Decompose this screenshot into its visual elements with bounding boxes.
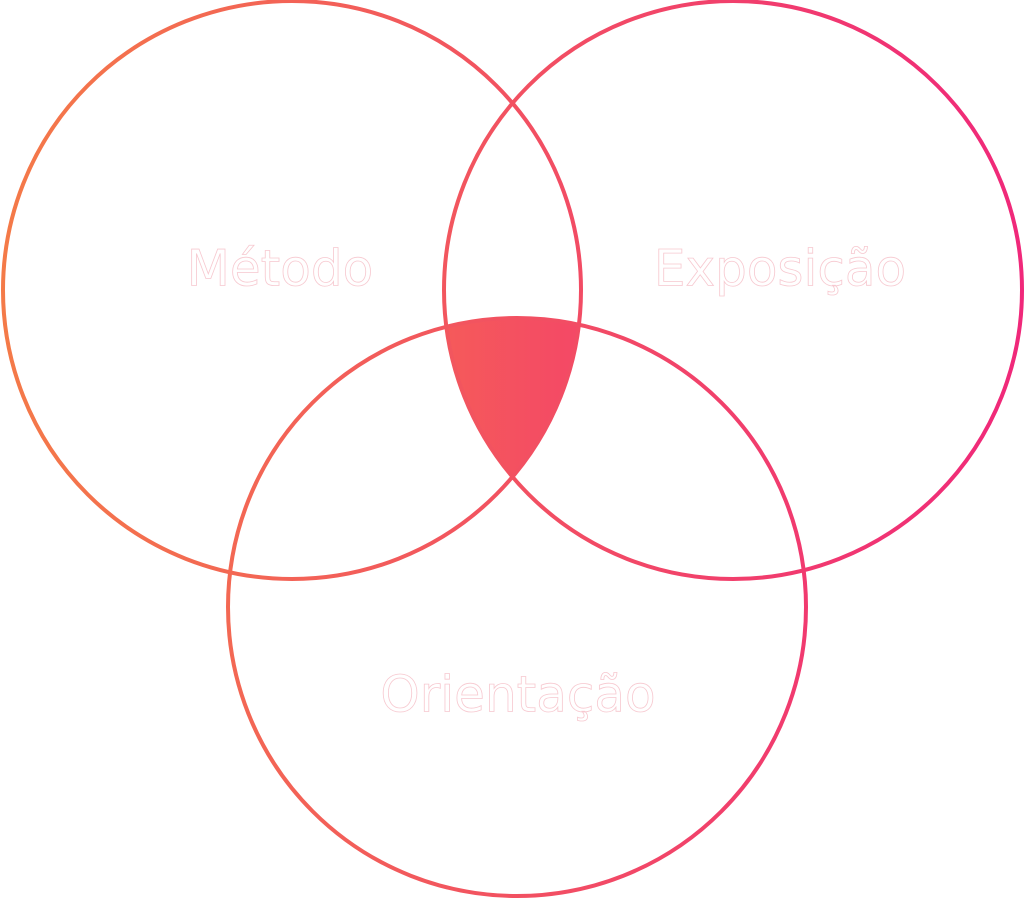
circle-orientacao [226,316,808,898]
label-orientacao: Orientação [380,666,655,724]
circle-exposicao [442,0,1024,581]
circle-metodo [1,0,583,581]
triple-intersection-region [444,318,581,579]
label-exposicao: Exposição [654,240,906,298]
label-metodo: Método [187,240,373,298]
